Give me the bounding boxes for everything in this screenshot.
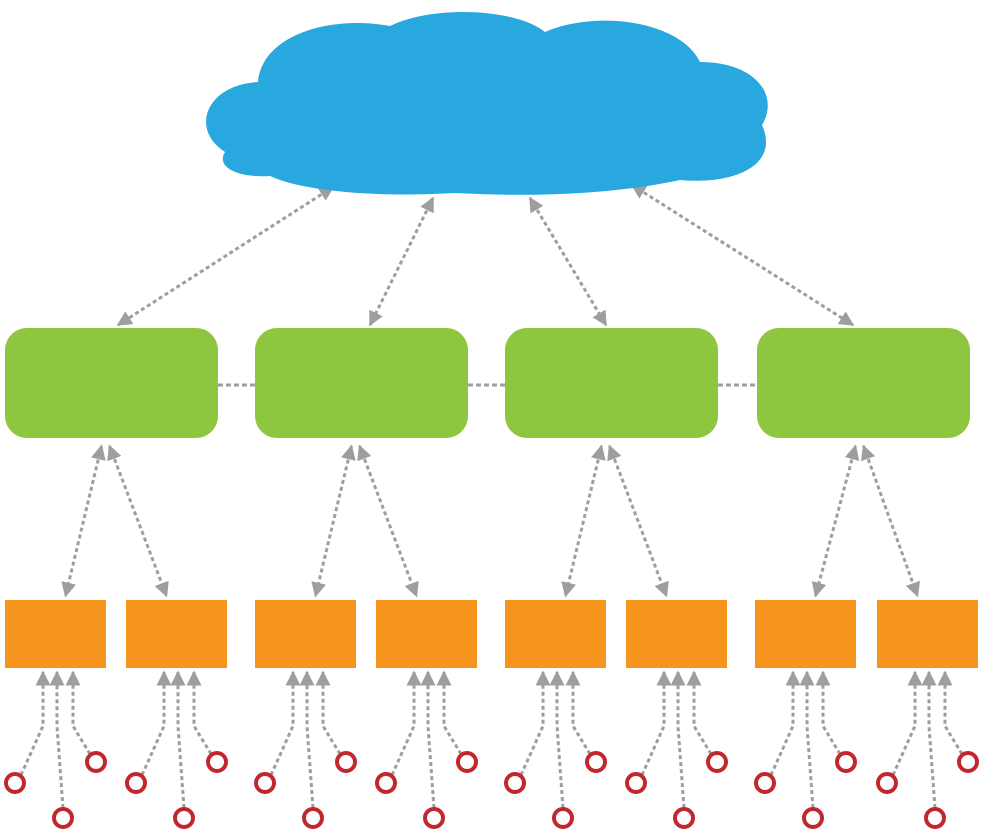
sensor-node xyxy=(585,751,607,773)
sensor-device-connector xyxy=(769,670,801,776)
sensor-node xyxy=(85,751,107,773)
gateway-node xyxy=(5,328,218,438)
sensor-node xyxy=(835,751,857,773)
gateways-layer xyxy=(5,328,970,438)
cloud-gateway-connector xyxy=(116,185,335,327)
gateway-device-connector xyxy=(107,444,169,598)
sensor-device-connector xyxy=(65,670,92,755)
sensors-layer xyxy=(4,751,979,829)
device-box xyxy=(755,600,856,668)
sensor-node xyxy=(423,807,445,829)
gateway-box xyxy=(5,328,218,438)
gateway-device-connector xyxy=(561,444,606,598)
sensor-device-connector xyxy=(891,670,923,776)
devices-layer xyxy=(5,600,978,668)
sensor-device-connector xyxy=(19,670,51,776)
sensor-device-connector xyxy=(937,670,964,755)
sensor-device-connector xyxy=(815,670,842,755)
gateway-box xyxy=(505,328,718,438)
sensor-node xyxy=(335,751,357,773)
gateway-device-connector xyxy=(61,444,106,598)
sensor-device-connector xyxy=(640,670,672,776)
sensor-device-connector xyxy=(390,670,422,776)
gateway-device-connector xyxy=(811,444,860,598)
sensor-device-connector xyxy=(186,670,213,755)
gateway-node xyxy=(505,328,718,438)
device-box xyxy=(126,600,227,668)
device-box xyxy=(626,600,727,668)
sensor-device-connector xyxy=(799,670,815,809)
sensor-node xyxy=(673,807,695,829)
cloud-node xyxy=(206,11,768,195)
sensor-device-connector xyxy=(140,670,172,776)
sensor-device-connector xyxy=(686,670,713,755)
device-box xyxy=(505,600,606,668)
gateway-node xyxy=(757,328,970,438)
sensor-device-connector xyxy=(436,670,463,755)
sensor-node xyxy=(504,772,526,794)
sensor-device-connector xyxy=(420,670,436,809)
sensor-node xyxy=(4,772,26,794)
gateway-device-connector xyxy=(357,444,419,598)
sensor-node xyxy=(52,807,74,829)
sensor-device-connector xyxy=(921,670,937,809)
sensor-device-connector xyxy=(269,670,301,776)
sensor-node xyxy=(125,772,147,794)
sensor-node xyxy=(924,807,946,829)
cloud-gateway-connector xyxy=(630,183,855,327)
gateway-box xyxy=(757,328,970,438)
sensor-node xyxy=(375,772,397,794)
sensor-node xyxy=(302,807,324,829)
sensor-device-connector xyxy=(670,670,686,809)
sensor-node xyxy=(754,772,776,794)
sensor-node xyxy=(706,751,728,773)
device-box xyxy=(376,600,477,668)
sensor-device-connector xyxy=(170,670,186,809)
cloud-gateway-connector xyxy=(368,196,435,327)
sensor-node xyxy=(625,772,647,794)
gateway-device-connector xyxy=(311,444,356,598)
gateway-box xyxy=(255,328,468,438)
sensor-device-connector xyxy=(299,670,315,809)
device-box xyxy=(877,600,978,668)
gateway-device-connector xyxy=(607,444,669,598)
sensor-node xyxy=(173,807,195,829)
gateway-node xyxy=(255,328,468,438)
sensor-node xyxy=(206,751,228,773)
sensor-node xyxy=(802,807,824,829)
sensor-node xyxy=(254,772,276,794)
device-box xyxy=(5,600,106,668)
sensor-device-connector xyxy=(519,670,551,776)
sensor-node xyxy=(552,807,574,829)
sensor-node xyxy=(456,751,478,773)
cloud-gateway-connector xyxy=(528,196,608,327)
gateway-device-connector xyxy=(861,444,920,598)
sensor-node xyxy=(957,751,979,773)
connectors-layer xyxy=(19,183,964,809)
cloud-icon xyxy=(206,11,768,195)
sensor-device-connector xyxy=(549,670,565,809)
sensor-node xyxy=(876,772,898,794)
device-box xyxy=(255,600,356,668)
sensor-device-connector xyxy=(565,670,592,755)
sensor-device-connector xyxy=(49,670,65,809)
sensor-device-connector xyxy=(315,670,342,755)
